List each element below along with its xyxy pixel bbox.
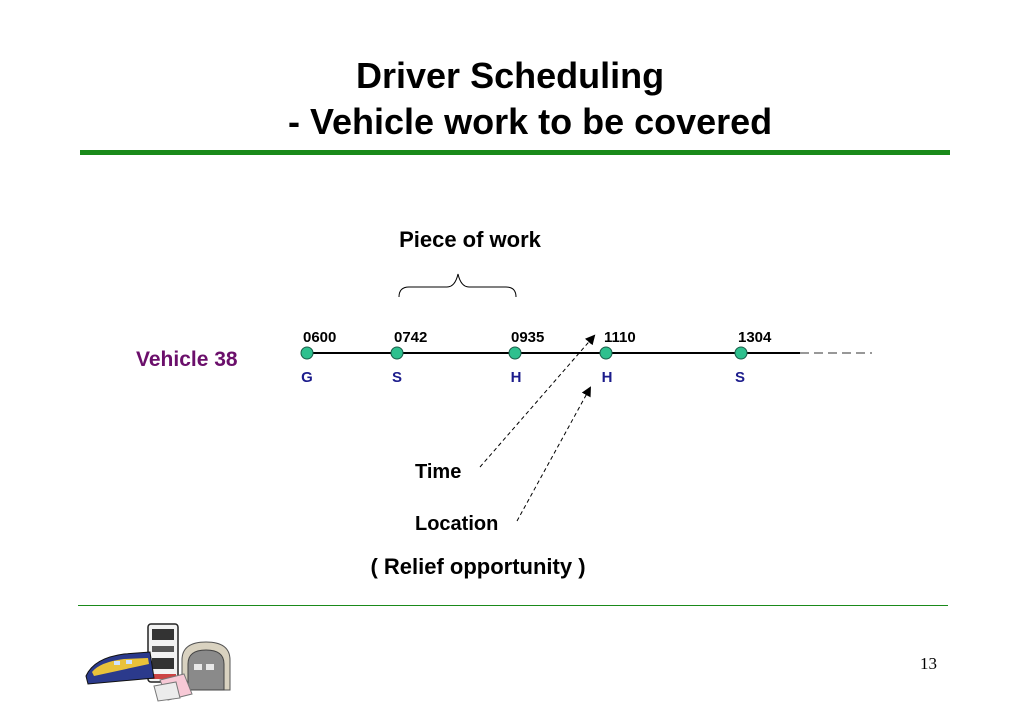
stop-location: S (392, 369, 402, 386)
relief-opportunity-label: ( Relief opportunity ) (370, 554, 585, 579)
stop-node (300, 346, 314, 360)
stop-node (508, 346, 522, 360)
stop-1304: 1304 S (734, 329, 772, 386)
stop-location: H (511, 369, 522, 386)
page-title-line-1: Driver Scheduling (356, 55, 665, 96)
page-number: 13 (920, 654, 937, 673)
stop-location: S (735, 369, 745, 386)
stop-0935: 0935 H (508, 329, 544, 386)
vehicle-label: Vehicle 38 (136, 348, 238, 371)
stop-time: 0600 (303, 329, 336, 346)
piece-of-work-brace (398, 273, 517, 298)
stop-0600: 0600 G (300, 329, 336, 386)
location-arrow (516, 386, 591, 522)
stop-location: H (602, 369, 613, 386)
stop-time: 0742 (394, 329, 427, 346)
stop-location: G (301, 369, 313, 386)
stop-node (390, 346, 404, 360)
time-arrow (479, 334, 596, 468)
stop-time: 0935 (511, 329, 544, 346)
stop-time: 1304 (738, 329, 772, 346)
stop-1110: 1110 H (599, 329, 636, 386)
time-label: Time (415, 461, 461, 483)
footer-divider (78, 605, 948, 606)
stop-node (599, 346, 613, 360)
title-divider (80, 150, 950, 155)
stop-0742: 0742 S (390, 329, 427, 386)
stop-node (734, 346, 748, 360)
piece-of-work-label: Piece of work (399, 227, 542, 252)
stop-time: 1110 (604, 329, 636, 346)
transport-logo-icon (85, 623, 231, 702)
location-label: Location (415, 513, 498, 535)
page-title-line-2: - Vehicle work to be covered (288, 101, 773, 142)
